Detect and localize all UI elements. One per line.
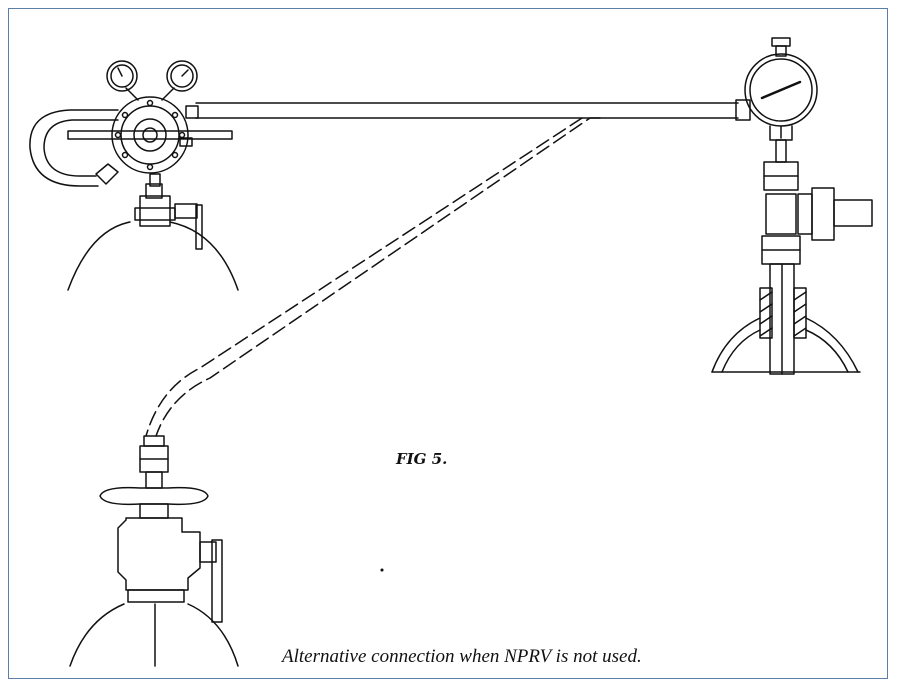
alternative-hose-dashed bbox=[146, 118, 600, 436]
left-gauge bbox=[107, 61, 137, 91]
bottom-cylinder-dome bbox=[70, 604, 238, 666]
right-gauge bbox=[167, 61, 197, 91]
left-cylinder-dome bbox=[68, 222, 238, 290]
right-cylinder-dome bbox=[712, 318, 858, 372]
bottom-t-handle bbox=[100, 488, 208, 505]
test-gauge-assembly bbox=[712, 38, 872, 374]
regulator-assembly bbox=[30, 61, 238, 290]
pigtail-loop bbox=[30, 110, 118, 186]
regulator-handle bbox=[68, 131, 232, 139]
regulator-body bbox=[112, 97, 188, 173]
bottom-cylinder-assembly bbox=[70, 436, 238, 666]
connecting-pipe bbox=[196, 100, 750, 120]
left-cylinder-valve bbox=[140, 196, 170, 226]
figure-caption: Alternative connection when NPRV is not … bbox=[282, 646, 642, 667]
figure-border bbox=[8, 8, 888, 679]
bottom-valve-body bbox=[118, 518, 200, 590]
figure-label: FIG 5. bbox=[396, 450, 448, 468]
